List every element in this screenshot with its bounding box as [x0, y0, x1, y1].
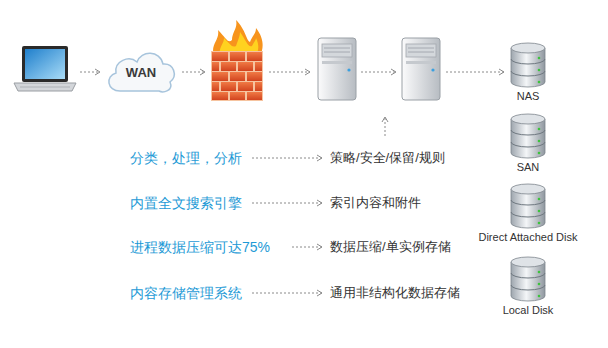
database-label: SAN — [458, 161, 598, 174]
function-label: 数据压缩/单实例存储 — [330, 238, 451, 256]
feature-label: 内容存储管理系统 — [130, 284, 242, 302]
database-cylinder — [509, 113, 547, 159]
function-label: 索引内容和附件 — [330, 194, 421, 212]
database-cylinder — [509, 42, 547, 88]
function-label: 通用非结构化数据存储 — [330, 284, 460, 302]
leader-arrow — [252, 158, 322, 293]
database-label: NAS — [458, 90, 598, 103]
database-node: Direct Attached Disk — [458, 183, 598, 244]
firewall-icon — [211, 20, 263, 101]
server-icon — [318, 38, 356, 100]
database-label: Direct Attached Disk — [458, 231, 598, 244]
server-icon — [402, 38, 440, 100]
database-node: NAS — [458, 42, 598, 103]
node-label: WAN — [102, 65, 180, 81]
feature-label: 内置全文搜索引擎 — [130, 194, 242, 212]
feature-label: 进程数据压缩可达75% — [130, 238, 270, 256]
database-node: Local Disk — [458, 256, 598, 317]
feature-label: 分类，处理，分析 — [130, 149, 242, 167]
database-node: SAN — [458, 113, 598, 174]
database-cylinder — [509, 256, 547, 302]
cloud-node: WAN — [102, 45, 180, 97]
database-label: Local Disk — [458, 304, 598, 317]
function-label: 策略/安全/保留/规则 — [330, 149, 445, 167]
laptop-icon — [14, 46, 76, 91]
database-cylinder — [509, 183, 547, 229]
